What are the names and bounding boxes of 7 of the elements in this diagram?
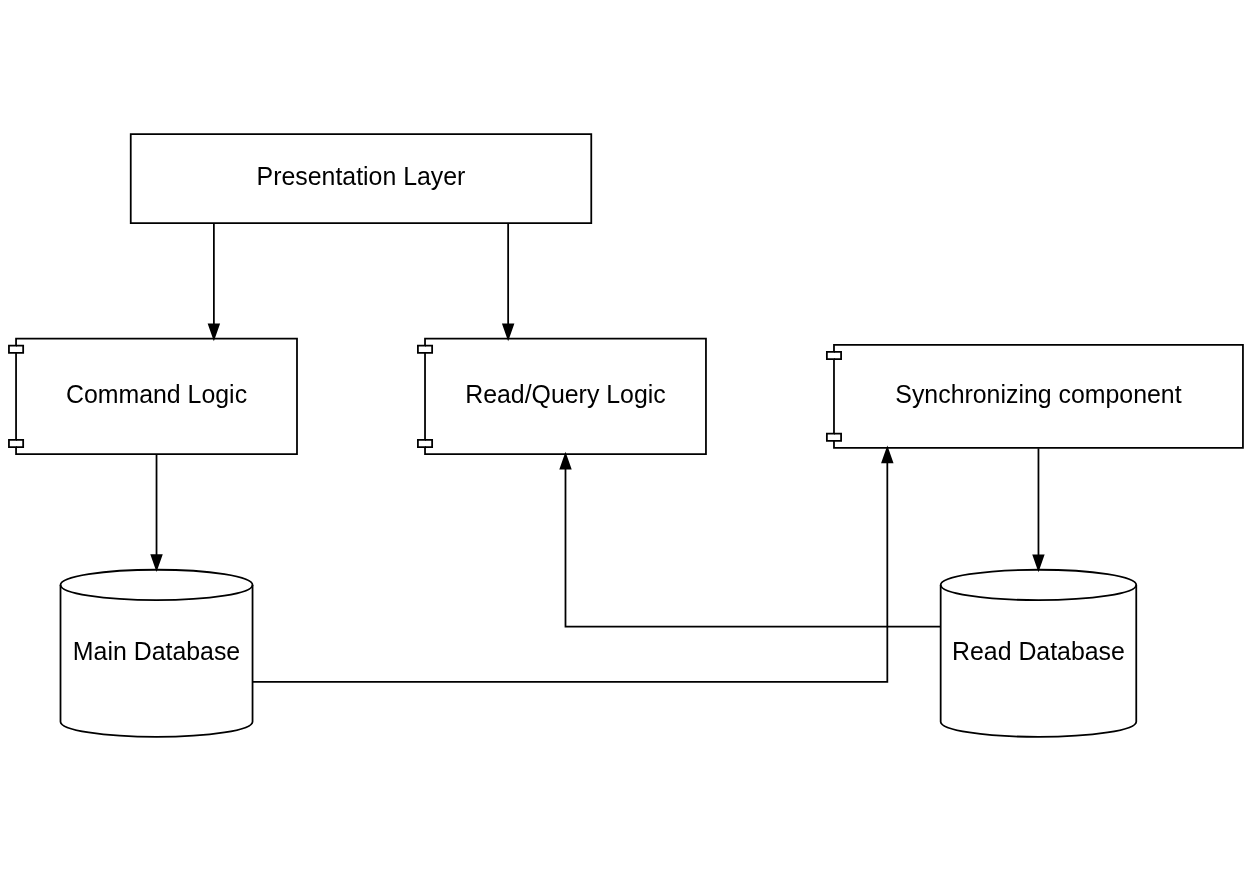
arrow [251,444,894,683]
arrow [150,453,163,572]
arrow [207,221,221,341]
arrow [501,221,515,341]
node-box: Presentation Layer [129,132,593,224]
arrow [1032,447,1045,572]
arrow [559,451,942,628]
